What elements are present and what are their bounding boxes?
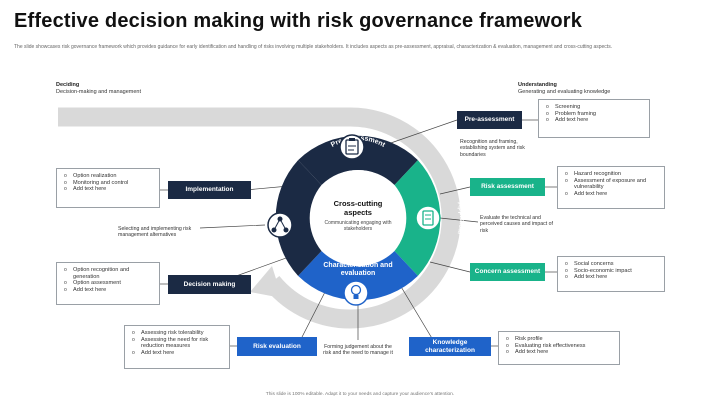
center-sub: Communicating engaging with stakeholders — [324, 220, 392, 232]
left-header-title: Deciding — [56, 82, 80, 88]
left-header: Deciding Decision-making and management — [56, 82, 141, 96]
right-header-title: Understanding — [518, 82, 557, 88]
page-title: Effective decision making with risk gove… — [14, 10, 583, 32]
list-pre-assessment: Screening Problem framing Add text here — [538, 99, 650, 138]
list-knowledge-characterization: Risk profile Evaluating risk effectivene… — [498, 331, 620, 365]
center-label: Cross-cutting aspects Communicating enga… — [323, 199, 393, 232]
list-item: Option assessment — [64, 280, 153, 287]
note-evaluate: Evaluate the technical and perceived cau… — [480, 215, 553, 234]
page-subtitle: The slide showcases risk governance fram… — [14, 44, 613, 50]
list-item: Evaluating risk effectiveness — [506, 343, 613, 350]
list-item: Add text here — [506, 349, 613, 356]
list-risk-assessment: Hazard recognition Assessment of exposur… — [557, 166, 665, 209]
list-item: Assessing the need for risk reduction me… — [132, 337, 223, 350]
list-item: Assessing risk tolerability — [132, 330, 223, 337]
clipboard-icon — [339, 134, 365, 160]
list-item: Monitoring and control — [64, 180, 153, 187]
document-icon — [415, 205, 441, 231]
ring-label-bottom: Characterization and evaluation — [323, 262, 393, 277]
center-circle — [310, 170, 406, 266]
list-item: Add text here — [546, 117, 643, 124]
center-title: Cross-cutting aspects — [333, 199, 383, 217]
left-header-sub: Decision-making and management — [56, 89, 141, 95]
list-item: Social concerns — [565, 261, 658, 268]
right-header: Understanding Generating and evaluating … — [518, 82, 610, 96]
gray-process-arc — [58, 107, 461, 329]
list-item: Risk profile — [506, 336, 613, 343]
tag-pre-assessment: Pre-assessment — [457, 111, 522, 129]
list-item: Option realization — [64, 173, 153, 180]
list-item: Add text here — [132, 350, 223, 357]
tag-risk-assessment: Risk assessment — [470, 178, 545, 196]
tag-implementation: Implementation — [168, 181, 251, 199]
tag-risk-evaluation: Risk evaluation — [237, 337, 317, 356]
tag-decision-making: Decision making — [168, 275, 251, 294]
tag-knowledge-characterization: Knowledge characterization — [409, 337, 491, 356]
tag-concern-assessment: Concern assessment — [470, 263, 545, 281]
ring-label-left: Management — [251, 195, 262, 241]
list-item: Option recognition and generation — [64, 267, 153, 280]
list-risk-evaluation: Assessing risk tolerability Assessing th… — [124, 325, 230, 369]
note-recognition: Recognition and framing, establishing sy… — [460, 139, 525, 158]
ring-label-right: Appraisal — [456, 201, 465, 235]
footer-note: This slide is 100% editable. Adapt it to… — [265, 392, 455, 397]
list-item: Assessment of exposure and vulnerability — [565, 178, 658, 191]
ring-segment-management — [275, 160, 322, 276]
list-item: Add text here — [64, 186, 153, 193]
list-concern-assessment: Social concerns Socio-economic impact Ad… — [557, 256, 665, 292]
ring-segment-pre-assessment — [298, 135, 418, 185]
arc-arrowhead — [250, 266, 282, 298]
note-selecting: Selecting and implementing risk manageme… — [118, 226, 192, 239]
list-item: Problem framing — [546, 111, 643, 118]
lightbulb-icon — [343, 280, 369, 306]
list-item: Screening — [546, 104, 643, 111]
list-item: Hazard recognition — [565, 171, 658, 178]
list-implementation: Option realization Monitoring and contro… — [56, 168, 160, 208]
network-icon — [267, 212, 293, 238]
list-item: Add text here — [565, 191, 658, 198]
right-header-sub: Generating and evaluating knowledge — [518, 89, 611, 95]
list-item: Socio-economic impact — [565, 268, 658, 275]
list-item: Add text here — [64, 287, 153, 294]
note-forming: Forming judgement about the risk and the… — [323, 344, 393, 357]
list-item: Add text here — [565, 274, 658, 281]
list-decision-making: Option recognition and generation Option… — [56, 262, 160, 305]
ring-segment-characterization — [298, 251, 418, 301]
